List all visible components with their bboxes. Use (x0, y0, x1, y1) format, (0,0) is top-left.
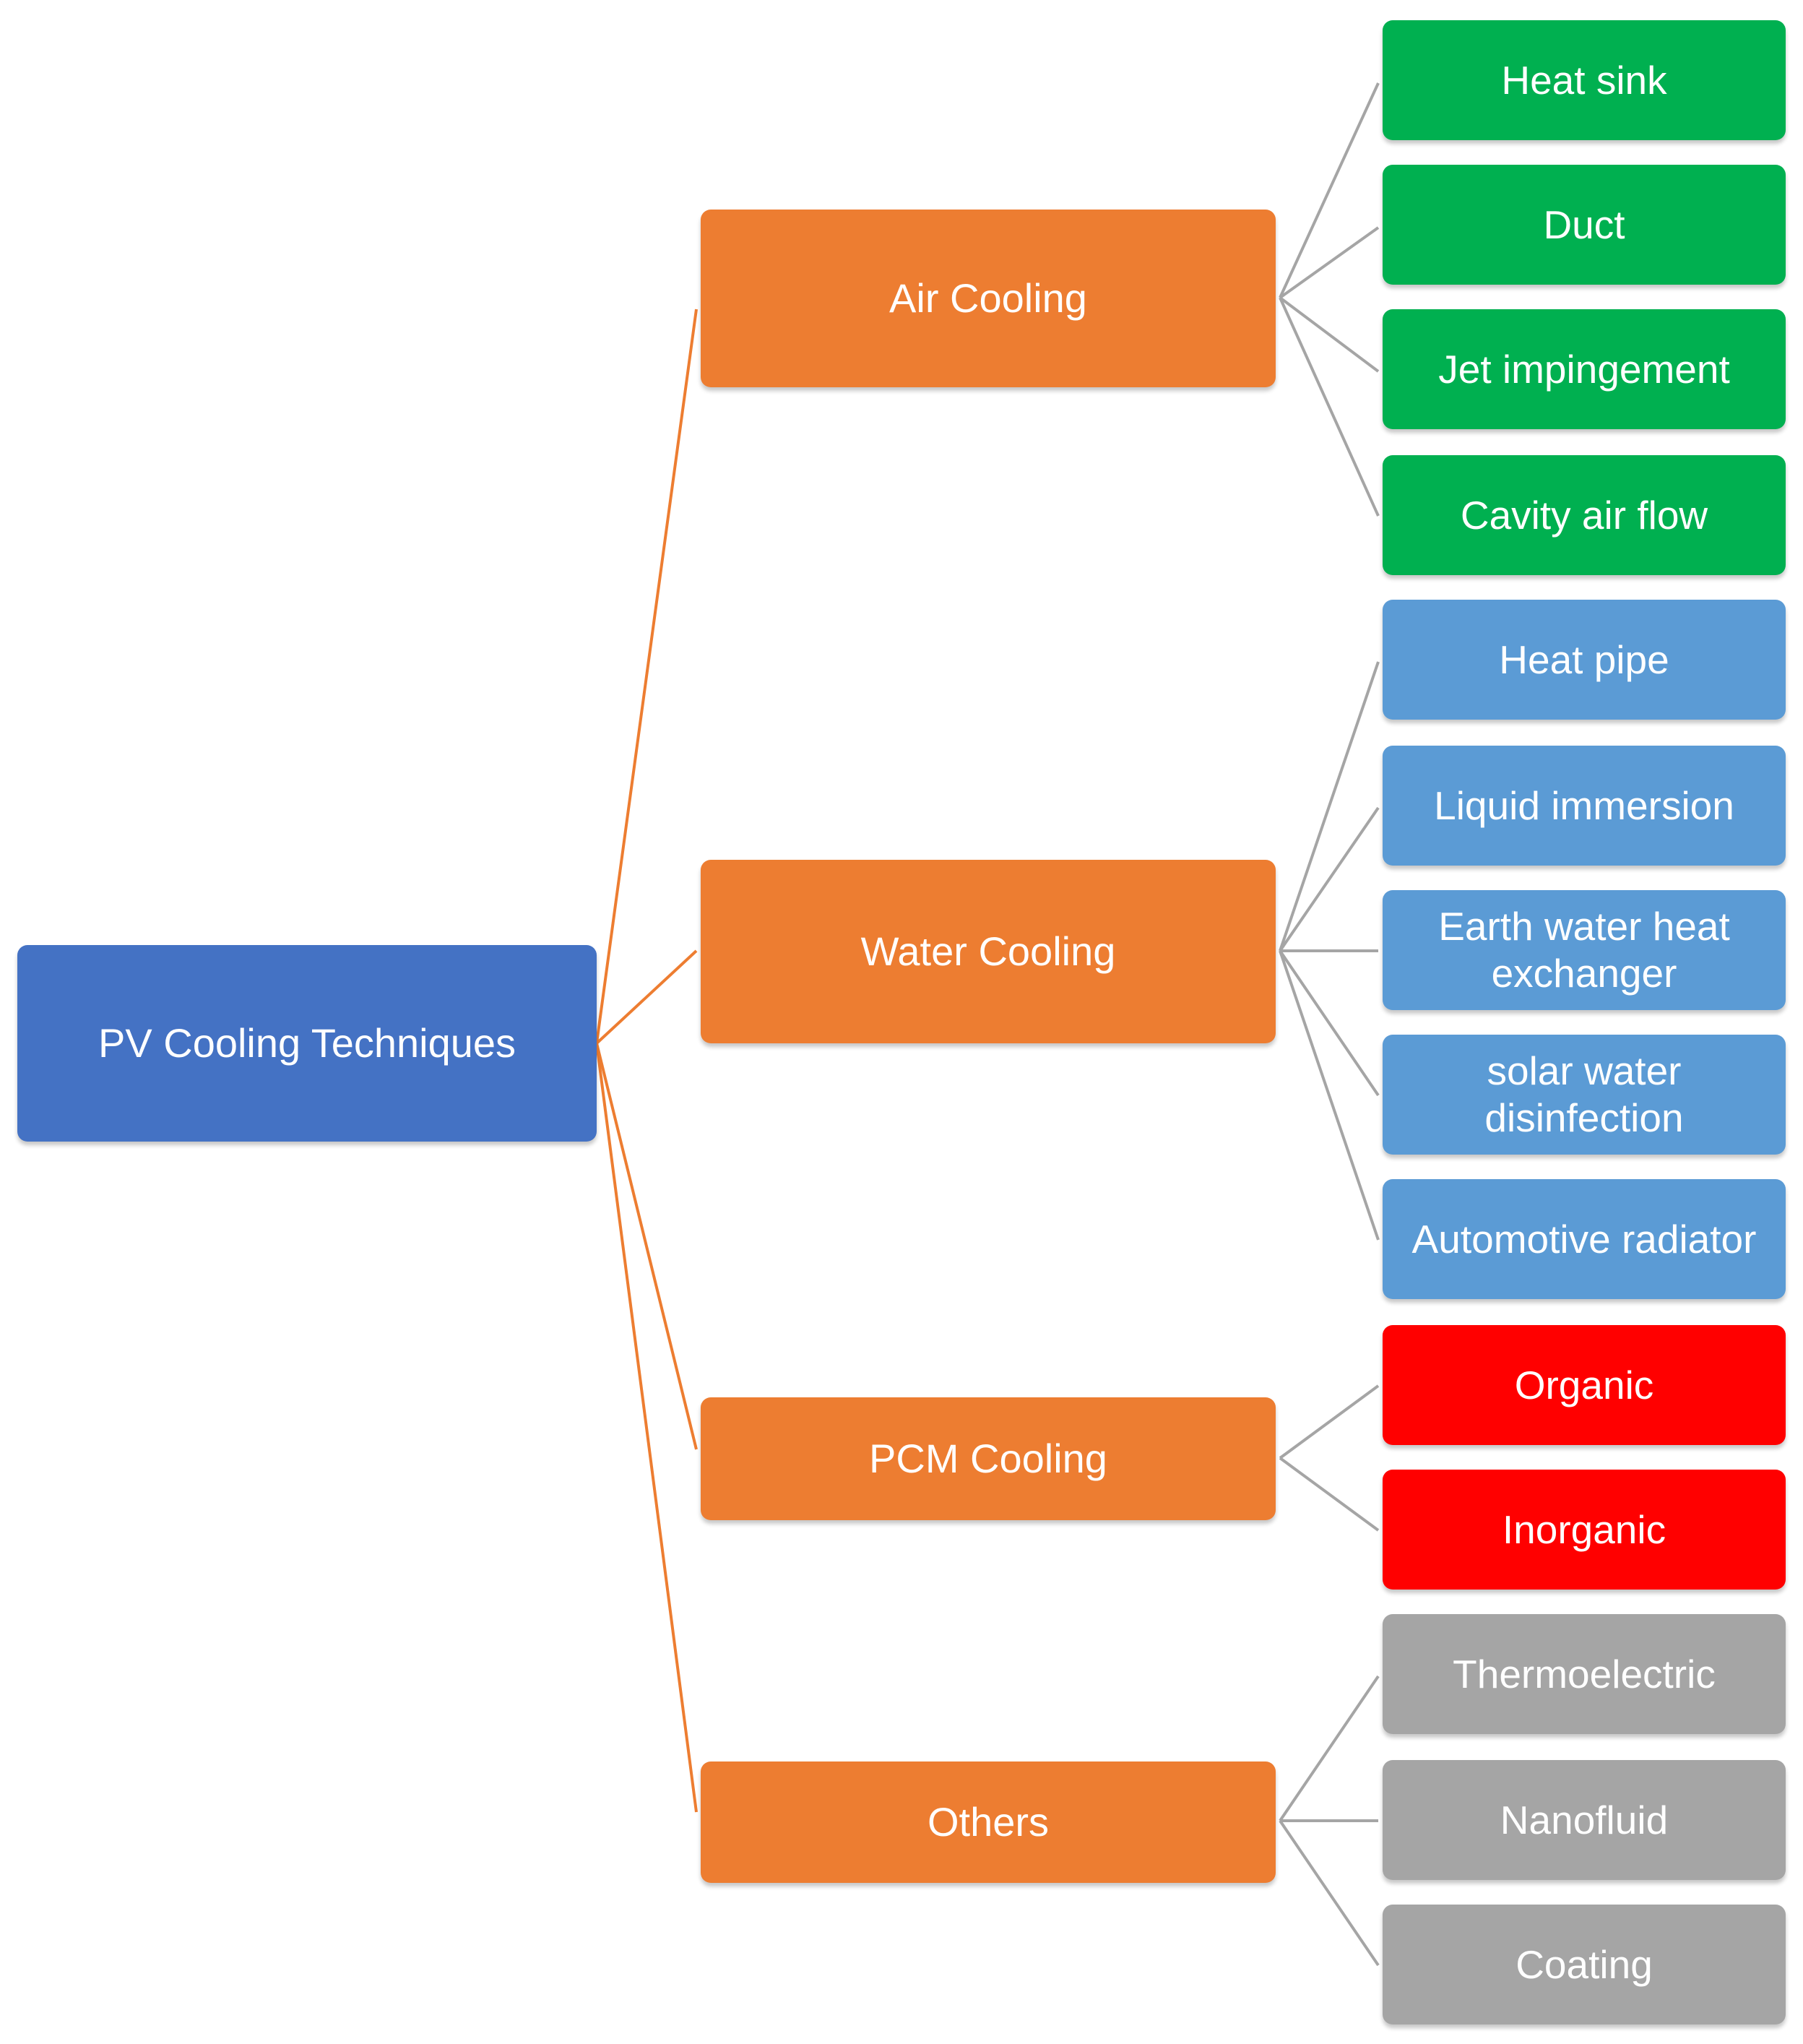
branch-water-cooling: Water Cooling (701, 860, 1276, 1043)
leaf-liquid-immersion: Liquid immersion (1383, 746, 1786, 866)
leaf-jet-impingement: Jet impingement (1383, 309, 1786, 429)
leaf-label: Earth water heat exchanger (1438, 904, 1730, 996)
branch-label: Water Cooling (860, 928, 1116, 974)
branch-others: Others (701, 1761, 1276, 1883)
leaf-coating: Coating (1383, 1905, 1786, 2024)
connector-root-air (595, 309, 698, 1044)
leaf-earth-water-heat-exchanger: Earth water heat exchanger (1383, 890, 1786, 1010)
leaf-heat-pipe: Heat pipe (1383, 600, 1786, 720)
leaf-heat-sink: Heat sink (1383, 20, 1786, 140)
leaf-label: Thermoelectric (1453, 1651, 1716, 1696)
connector-root-water (595, 949, 698, 1045)
leaf-label: Inorganic (1502, 1506, 1666, 1552)
connector-others-thermoelectric (1279, 1675, 1380, 1822)
branch-label: PCM Cooling (869, 1435, 1107, 1481)
root-node-label: PV Cooling Techniques (98, 1019, 516, 1066)
connector-pcm-inorganic (1279, 1457, 1380, 1532)
connector-air-jet-impingement (1279, 296, 1380, 373)
leaf-nanofluid: Nanofluid (1383, 1760, 1786, 1880)
connector-air-heat-sink (1279, 82, 1380, 298)
connector-water-automotive (1279, 950, 1380, 1241)
branch-air-cooling: Air Cooling (701, 210, 1276, 387)
connector-water-solar-water (1279, 949, 1380, 1097)
root-node: PV Cooling Techniques (17, 945, 597, 1142)
connector-air-duct (1279, 226, 1380, 299)
connector-root-pcm (595, 1043, 698, 1450)
leaf-automotive-radiator: Automotive radiator (1383, 1179, 1786, 1299)
leaf-cavity-air-flow: Cavity air flow (1383, 455, 1786, 575)
leaf-label: Heat pipe (1499, 637, 1669, 682)
leaf-solar-water-disinfection: solar water disinfection (1383, 1035, 1786, 1155)
branch-label: Air Cooling (889, 275, 1087, 321)
leaf-label: Organic (1514, 1362, 1654, 1407)
connector-air-cavity-air-flow (1279, 297, 1380, 517)
branch-pcm-cooling: PCM Cooling (701, 1397, 1276, 1520)
branch-label: Others (927, 1798, 1050, 1845)
leaf-label: Heat sink (1501, 57, 1667, 103)
leaf-label: Nanofluid (1500, 1797, 1669, 1842)
leaf-inorganic: Inorganic (1383, 1470, 1786, 1590)
connector-root-others (595, 1043, 698, 1813)
leaf-organic: Organic (1383, 1325, 1786, 1445)
leaf-label: Cavity air flow (1460, 492, 1708, 538)
leaf-label: Duct (1543, 202, 1625, 247)
connector-water-liquid-immersion (1279, 806, 1380, 952)
connector-others-coating (1279, 1819, 1380, 1967)
leaf-label: Liquid immersion (1434, 782, 1734, 828)
leaf-label: Coating (1516, 1941, 1653, 1987)
leaf-duct: Duct (1383, 165, 1786, 285)
leaf-label: solar water disinfection (1484, 1048, 1684, 1140)
leaf-label: Jet impingement (1438, 346, 1730, 392)
connector-pcm-organic (1279, 1384, 1380, 1459)
leaf-thermoelectric: Thermoelectric (1383, 1614, 1786, 1734)
leaf-label: Automotive radiator (1411, 1216, 1757, 1262)
connector-water-heat-pipe (1279, 661, 1380, 952)
